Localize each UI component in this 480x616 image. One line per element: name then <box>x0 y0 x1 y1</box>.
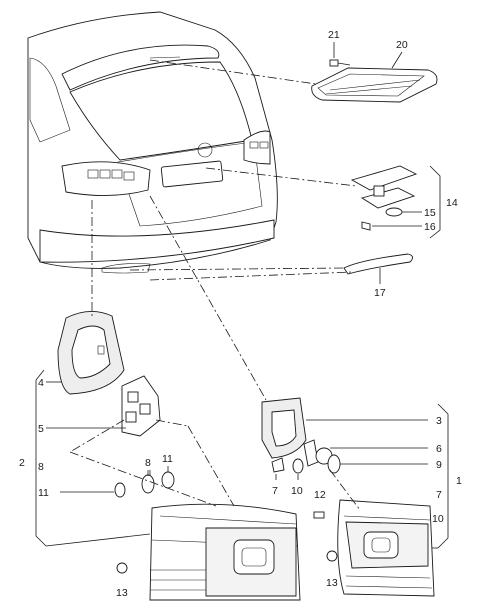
label-13-right: 13 <box>326 577 338 589</box>
label-11-left: 11 <box>38 487 49 499</box>
car-rear-view <box>27 11 278 274</box>
label-8-upper: 8 <box>145 457 151 469</box>
label-10-right: 10 <box>432 513 444 525</box>
bulb-holder-5 <box>121 375 161 437</box>
bulb-holder-6 <box>303 439 333 467</box>
label-6: 6 <box>436 443 442 455</box>
label-10-lower: 10 <box>291 485 303 497</box>
license-plate-light <box>350 165 418 231</box>
label-16: 16 <box>424 221 436 233</box>
label-14: 14 <box>446 197 458 209</box>
label-7-right: 7 <box>436 489 442 501</box>
left-tail-light-grid <box>87 169 135 181</box>
label-7-upper: 7 <box>272 485 278 497</box>
label-1: 1 <box>456 475 462 487</box>
gasket-3 <box>261 397 307 459</box>
bracket-2-8 <box>35 369 47 547</box>
bulb-10-and-socket-7 <box>271 457 304 474</box>
label-2: 2 <box>19 457 25 469</box>
bulbs-left <box>114 471 175 498</box>
gasket-4 <box>57 311 125 395</box>
label-17: 17 <box>374 287 386 299</box>
leader-spoiler-to-20 <box>149 59 317 85</box>
screw-21 <box>329 59 351 67</box>
bracket-14 <box>429 165 441 239</box>
right-tail-light-unit <box>337 499 435 597</box>
label-5: 5 <box>38 423 44 435</box>
left-tail-light-unit <box>149 503 301 601</box>
screw-12 <box>313 511 325 519</box>
bracket-1-7 <box>437 403 449 549</box>
label-21: 21 <box>328 29 340 41</box>
label-9: 9 <box>436 459 442 471</box>
leader-tailgate-to-gasket3 <box>149 195 267 401</box>
label-3: 3 <box>436 415 442 427</box>
leader-plate-to-14 <box>205 167 357 187</box>
label-4: 4 <box>38 377 44 389</box>
nut-13-left <box>116 562 128 574</box>
reflector-17 <box>343 253 413 275</box>
label-11-upper: 11 <box>162 453 173 465</box>
label-12: 12 <box>314 489 326 501</box>
leader-bumper-to-17 <box>129 267 347 271</box>
label-8-left: 8 <box>38 461 44 473</box>
high-mounted-brake-light <box>311 67 438 103</box>
label-20: 20 <box>396 39 408 51</box>
label-13-left: 13 <box>116 587 128 599</box>
label-15: 15 <box>424 207 436 219</box>
nut-13-right <box>326 550 338 562</box>
